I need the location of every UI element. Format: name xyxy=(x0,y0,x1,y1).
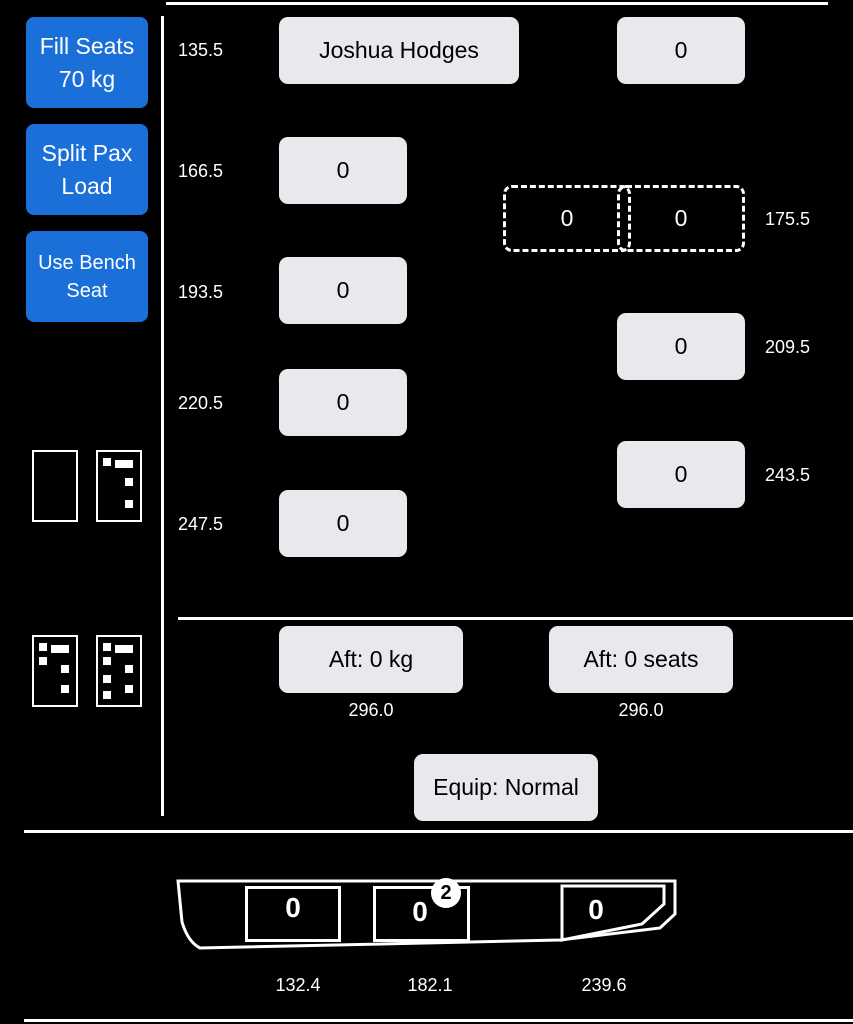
seat-row2-left[interactable]: 0 xyxy=(279,137,407,204)
cargo-bay-2[interactable] xyxy=(373,886,470,942)
aft-seats-button[interactable]: Aft: 0 seats xyxy=(549,626,733,693)
cargo-bay-1[interactable] xyxy=(245,886,341,942)
arm-label: 296.0 xyxy=(348,700,394,720)
cargo-bay-2-value: 0 xyxy=(412,896,428,927)
arm-label: 220.5 xyxy=(178,393,224,413)
cargo-bottom-divider xyxy=(24,1019,853,1022)
bench-seat-right[interactable]: 0 xyxy=(617,185,745,252)
aft-divider xyxy=(178,617,853,620)
split-pax-load-button[interactable]: Split Pax Load xyxy=(26,124,148,215)
arm-label: 135.5 xyxy=(178,40,224,60)
seat-row3-right[interactable]: 0 xyxy=(617,313,745,380)
top-divider xyxy=(166,2,828,5)
arm-label: 175.5 xyxy=(765,209,811,229)
seat-row4-right[interactable]: 0 xyxy=(617,441,745,508)
arm-label: 209.5 xyxy=(765,337,811,357)
cargo-bay-1-value: 0 xyxy=(285,892,301,923)
use-bench-seat-button[interactable]: Use Bench Seat xyxy=(26,231,148,322)
bench-seat-left[interactable]: 0 xyxy=(503,185,631,252)
layout-empty-icon[interactable] xyxy=(32,450,78,522)
arm-label: 296.0 xyxy=(618,700,664,720)
arm-label: 239.6 xyxy=(581,975,627,995)
aft-kg-button[interactable]: Aft: 0 kg xyxy=(279,626,463,693)
arm-label: 243.5 xyxy=(765,465,811,485)
seat-row3-left[interactable]: 0 xyxy=(279,257,407,324)
seat-row4-left[interactable]: 0 xyxy=(279,369,407,436)
layout-full-icon[interactable] xyxy=(96,635,142,707)
fill-seats-button[interactable]: Fill Seats 70 kg xyxy=(26,17,148,108)
seat-copilot[interactable]: 0 xyxy=(617,17,745,84)
cargo-bay-2-badge: 2 xyxy=(431,878,461,908)
cargo-bay-3[interactable] xyxy=(560,884,670,944)
sidebar-divider xyxy=(161,16,164,816)
arm-label: 132.4 xyxy=(275,975,321,995)
layout-single-icon[interactable] xyxy=(96,450,142,522)
seat-row5-left[interactable]: 0 xyxy=(279,490,407,557)
arm-label: 166.5 xyxy=(178,161,224,181)
equip-button[interactable]: Equip: Normal xyxy=(414,754,598,821)
seat-pilot[interactable]: Joshua Hodges xyxy=(279,17,519,84)
arm-label: 182.1 xyxy=(407,975,453,995)
cargo-bay-3-value: 0 xyxy=(588,894,604,925)
arm-label: 193.5 xyxy=(178,282,224,302)
cargo-top-divider xyxy=(24,830,853,833)
arm-label: 247.5 xyxy=(178,514,224,534)
cargo-hold-outline xyxy=(176,879,677,950)
layout-double-icon[interactable] xyxy=(32,635,78,707)
